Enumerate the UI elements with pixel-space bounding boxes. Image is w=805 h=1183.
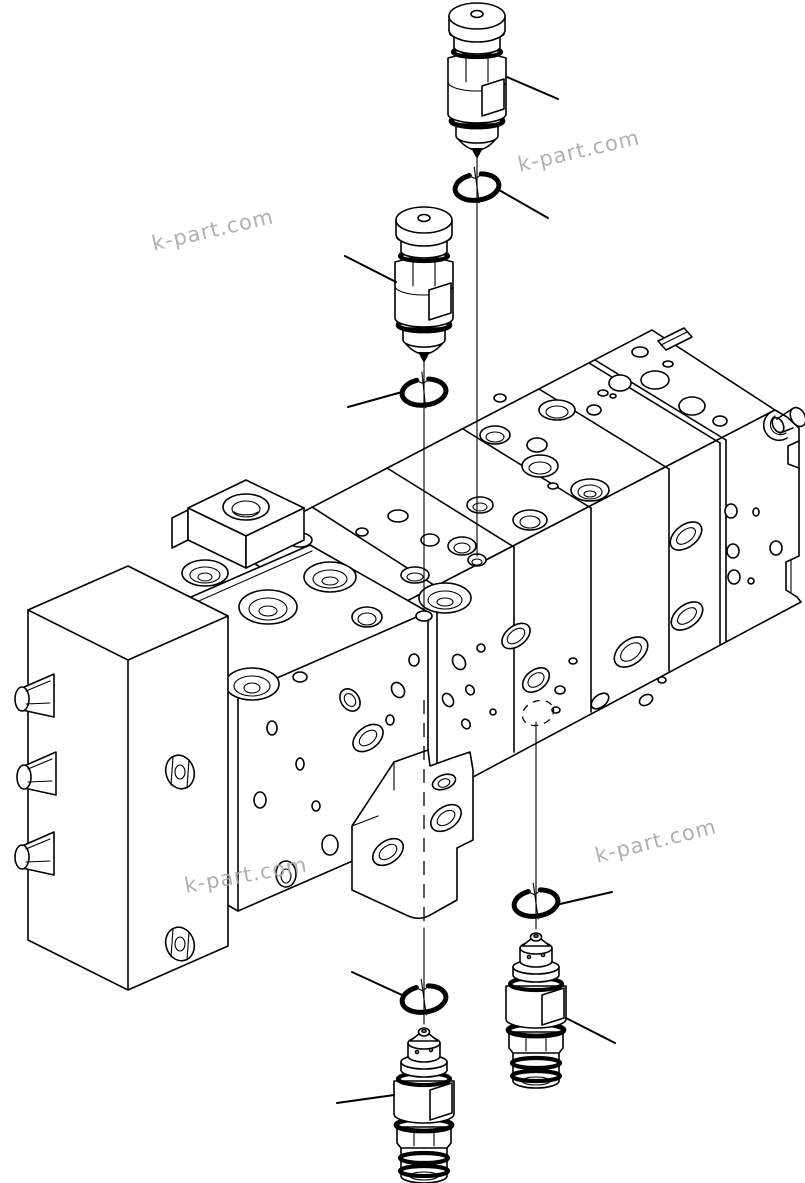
corner-pin	[762, 406, 805, 442]
callout-leader-lines	[336, 76, 616, 1104]
leader-o-ring-bottom-center	[351, 971, 403, 996]
leader-relief-valve-top	[506, 76, 559, 100]
leader-o-ring-upper-left	[347, 391, 403, 408]
watermark-text: k-part.com	[515, 125, 642, 176]
hex-plug	[14, 831, 55, 876]
back-edge-tab	[657, 327, 693, 351]
left-sections-front-ports	[253, 653, 420, 888]
assembly-centerlines	[423, 162, 555, 1025]
section-divider-lines	[311, 359, 727, 793]
hex-plug	[14, 673, 55, 718]
hex-plug	[16, 751, 57, 796]
leader-o-ring-top	[498, 189, 549, 219]
end-face-holes	[724, 503, 783, 585]
left-end-cover	[14, 565, 229, 991]
end-plate-notches	[787, 440, 800, 593]
relief-valve-bottom-center	[394, 1028, 454, 1183]
hex-bolt	[164, 754, 196, 790]
leader-relief-valve-upper-left	[344, 255, 397, 283]
main-valve-block	[231, 327, 805, 841]
hex-bolt	[164, 926, 196, 962]
leader-o-ring-bottom-right	[559, 891, 613, 905]
leader-relief-valve-bottom-right	[565, 1017, 616, 1044]
mounting-boss	[171, 479, 305, 569]
watermark-text: k-part.com	[593, 814, 719, 867]
relief-valve-top	[448, 3, 506, 164]
front-face-ports	[441, 521, 704, 730]
relief-valve-bottom-right	[506, 933, 566, 1088]
relief-valve-upper-left	[395, 207, 453, 368]
mounting-foot	[351, 749, 474, 920]
hidden-port-dashed-circle	[521, 699, 555, 727]
watermark-text: k-part.com	[149, 204, 276, 255]
leader-relief-valve-bottom-center	[336, 1094, 395, 1104]
